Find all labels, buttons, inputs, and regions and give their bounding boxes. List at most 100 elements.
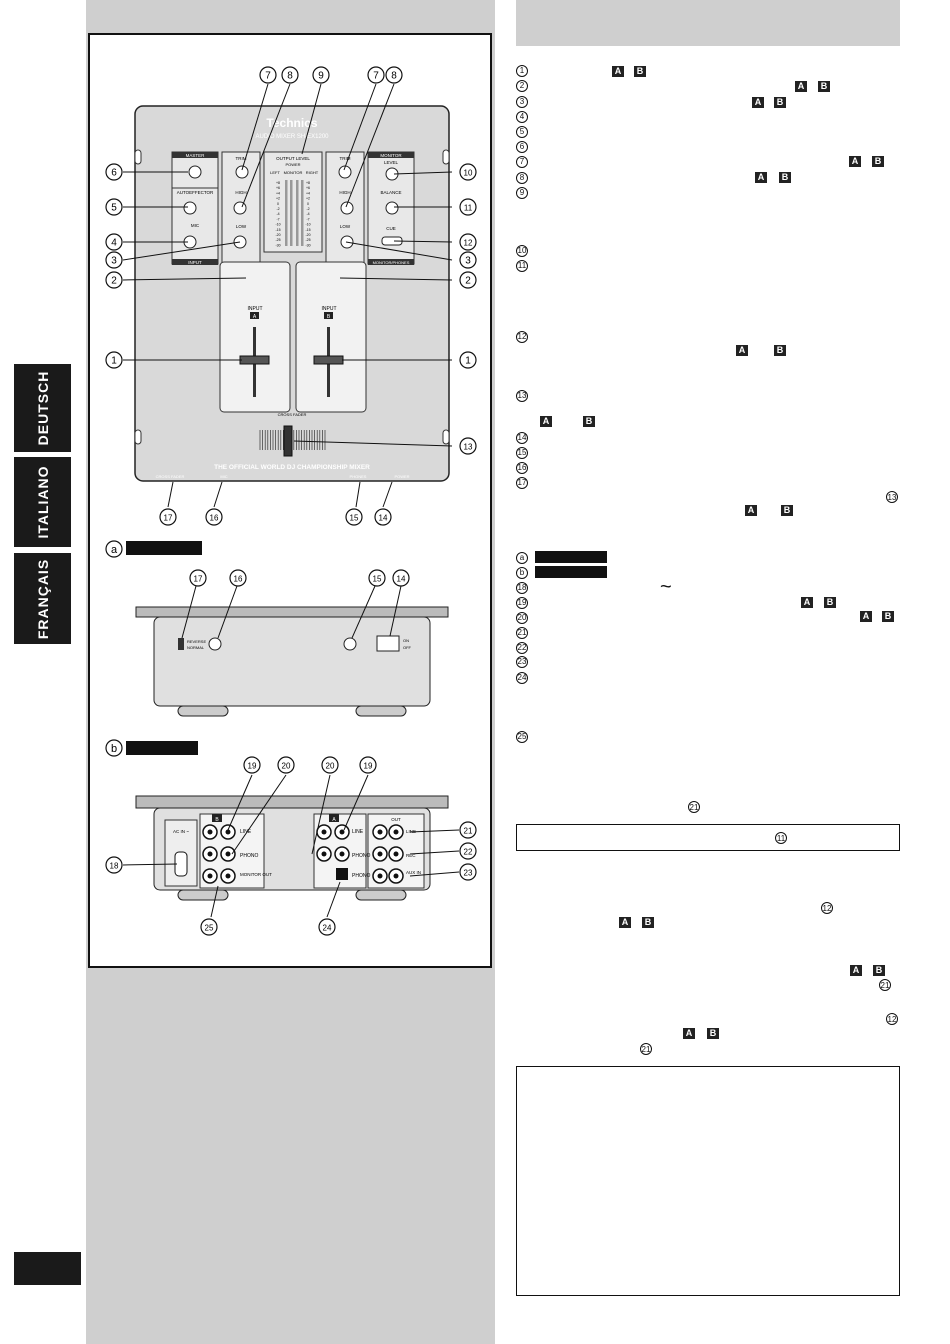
legend-item: 15 bbox=[516, 445, 528, 460]
view-label-bar bbox=[535, 566, 607, 578]
legend-number: a bbox=[516, 551, 528, 564]
svg-text:8: 8 bbox=[287, 71, 293, 82]
svg-text:INPUT: INPUT bbox=[322, 306, 337, 312]
channel-fader-b[interactable] bbox=[313, 355, 344, 365]
legend-item: 12 bbox=[516, 329, 528, 344]
callout-3: 3 bbox=[105, 251, 123, 269]
callout-21: 21 bbox=[459, 821, 477, 839]
legend-item: 1 bbox=[516, 63, 528, 78]
svg-text:TRIM: TRIM bbox=[340, 156, 351, 161]
tab-francais[interactable]: FRANÇAIS bbox=[14, 553, 71, 644]
legend-number: 6 bbox=[516, 140, 528, 153]
callout-8: 8 bbox=[281, 66, 299, 84]
svg-text:23: 23 bbox=[464, 869, 473, 878]
channel-fader-a[interactable] bbox=[239, 355, 270, 365]
legend-number: 23 bbox=[516, 655, 528, 668]
callout-17: 17 bbox=[159, 508, 177, 526]
svg-text:15: 15 bbox=[350, 514, 359, 523]
legend-item: 9 bbox=[516, 185, 528, 200]
legend-item: 23 bbox=[516, 654, 528, 669]
svg-text:11: 11 bbox=[464, 204, 473, 213]
meter-scale-label: +8 bbox=[306, 181, 310, 185]
meter-scale-label: -2 bbox=[276, 207, 279, 211]
legend-item: 21 bbox=[516, 625, 528, 640]
meter-scale-label: -10 bbox=[305, 223, 310, 227]
mixer-top-panel: Technics AUDIO MIXER SH-EX1200 MASTER AU… bbox=[134, 105, 450, 482]
svg-text:b: b bbox=[111, 743, 117, 755]
legend-item: a bbox=[516, 550, 528, 565]
svg-text:1: 1 bbox=[111, 356, 117, 367]
svg-text:HIGH: HIGH bbox=[235, 190, 246, 195]
meter-scale-label: 0 bbox=[277, 202, 279, 206]
channel-letter-a: A bbox=[850, 965, 862, 976]
tab-deutsch[interactable]: DEUTSCH bbox=[14, 364, 71, 452]
svg-text:HIGH: HIGH bbox=[339, 190, 350, 195]
callout-9: 9 bbox=[312, 66, 330, 84]
slogan: THE OFFICIAL WORLD DJ CHAMPIONSHIP MIXER bbox=[214, 464, 370, 471]
cross-fader-knob[interactable] bbox=[283, 425, 293, 457]
callout-16: 16 bbox=[205, 508, 223, 526]
callout-19: 19 bbox=[243, 756, 261, 774]
inline-reference: 13 bbox=[886, 491, 898, 503]
svg-text:A: A bbox=[253, 314, 257, 320]
legend-item: 18 bbox=[516, 580, 528, 595]
svg-text:8: 8 bbox=[391, 71, 397, 82]
meter-scale-label: -10 bbox=[275, 223, 280, 227]
inline-reference: 21 bbox=[879, 979, 891, 991]
view-marker-a: a bbox=[105, 540, 123, 558]
legend-item: 14 bbox=[516, 430, 528, 445]
svg-text:17: 17 bbox=[164, 514, 173, 523]
reverse-normal-switch[interactable] bbox=[178, 638, 184, 650]
svg-text:18: 18 bbox=[110, 862, 119, 871]
legend-item: 5 bbox=[516, 124, 528, 139]
svg-text:5: 5 bbox=[111, 203, 117, 214]
legend-number: 5 bbox=[516, 125, 528, 138]
svg-text:1: 1 bbox=[465, 356, 471, 367]
svg-text:LOW: LOW bbox=[340, 224, 351, 229]
legend-item: 24 bbox=[516, 670, 528, 685]
legend-item: 17 bbox=[516, 475, 528, 490]
channel-letter-a: A bbox=[752, 97, 764, 108]
svg-text:PHONO: PHONO bbox=[352, 873, 370, 879]
view-label-bar bbox=[535, 551, 607, 563]
svg-text:3: 3 bbox=[111, 256, 117, 267]
legend-item: 8 bbox=[516, 170, 528, 185]
rear-view: AC IN ~ B A OUT LINE PHONO MONITOR OUT L… bbox=[122, 741, 460, 918]
legend-number: 12 bbox=[516, 330, 528, 343]
tab-italiano[interactable]: ITALIANO bbox=[14, 457, 71, 547]
callout-4: 4 bbox=[105, 233, 123, 251]
meter-scale-label: -25 bbox=[305, 238, 310, 242]
model-label: AUDIO MIXER SH-EX1200 bbox=[255, 134, 329, 140]
svg-text:RIGHT: RIGHT bbox=[306, 170, 319, 175]
inline-reference: 11 bbox=[775, 832, 787, 844]
mic-jack[interactable] bbox=[208, 637, 222, 651]
phones-jack[interactable] bbox=[343, 637, 357, 651]
front-view: REVERSE NORMAL ON OFF bbox=[126, 541, 449, 717]
svg-text:20: 20 bbox=[282, 762, 291, 771]
meter-bar bbox=[301, 180, 304, 246]
svg-text:4: 4 bbox=[111, 238, 117, 249]
svg-text:OUTPUT LEVEL: OUTPUT LEVEL bbox=[276, 156, 310, 161]
callout-14: 14 bbox=[392, 569, 410, 587]
meter-bar bbox=[290, 180, 293, 246]
brand-logo: Technics bbox=[266, 116, 317, 130]
header-bar bbox=[516, 0, 900, 46]
meter-scale-label: -15 bbox=[275, 228, 280, 232]
channel-letter-b: B bbox=[882, 611, 894, 622]
callout-23: 23 bbox=[459, 863, 477, 881]
meter-scale-label: -30 bbox=[275, 243, 280, 247]
meter-scale-label: -4 bbox=[306, 212, 309, 216]
callout-7: 7 bbox=[367, 66, 385, 84]
callout-18: 18 bbox=[105, 856, 123, 874]
view-marker-b: b bbox=[105, 739, 123, 757]
svg-text:17: 17 bbox=[194, 575, 203, 584]
tilde-symbol: ~ bbox=[660, 576, 672, 598]
legend-item: 20 bbox=[516, 610, 528, 625]
callout-13: 13 bbox=[459, 437, 477, 455]
inline-reference: 12 bbox=[886, 1013, 898, 1025]
power-switch[interactable] bbox=[376, 635, 400, 652]
legend-item: 25 bbox=[516, 729, 528, 744]
svg-text:MIC: MIC bbox=[191, 223, 200, 228]
svg-text:15: 15 bbox=[373, 575, 382, 584]
